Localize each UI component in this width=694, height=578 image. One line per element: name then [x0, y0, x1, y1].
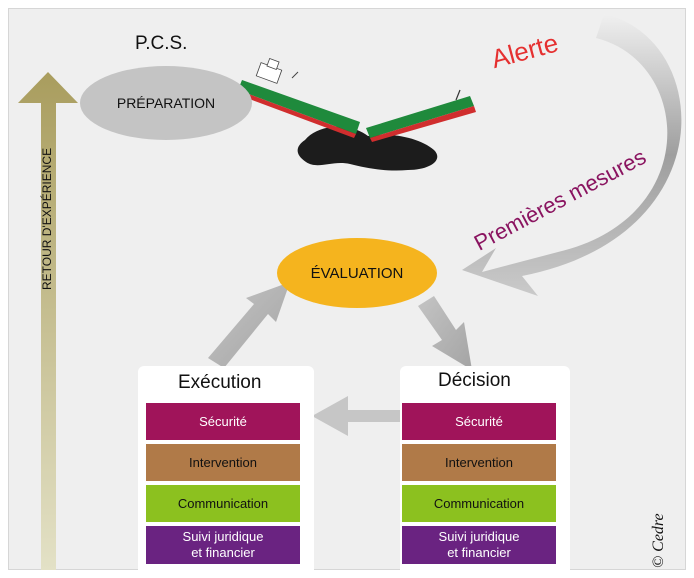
execution-intervention: Intervention: [146, 444, 300, 481]
ship-stern-half: [366, 89, 476, 142]
pcs-title: P.C.S.: [135, 33, 188, 54]
oil-slick: [297, 126, 438, 171]
preparation-label: PRÉPARATION: [116, 95, 216, 111]
ship-bow-half: [236, 58, 360, 138]
execution-suivi: Suivi juridique et financier: [146, 526, 300, 564]
retour-experience-arrow: [18, 72, 78, 570]
decision-securite: Sécurité: [402, 403, 556, 440]
cycle-arrow: [462, 14, 682, 296]
copyright-label: © Cedre: [650, 513, 667, 568]
decision-panel: Décision Sécurité Intervention Communica…: [400, 366, 570, 570]
decision-suivi: Suivi juridique et financier: [402, 526, 556, 564]
retour-experience-label: RETOUR D'EXPÉRIENCE: [40, 147, 54, 290]
decision-intervention: Intervention: [402, 444, 556, 481]
evaluation-label: ÉVALUATION: [310, 264, 404, 282]
arrow-execution-evaluation: [208, 282, 290, 368]
arrow-decision-execution: [312, 396, 402, 436]
execution-title: Exécution: [178, 372, 262, 393]
decision-communication: Communication: [402, 485, 556, 522]
arrow-evaluation-decision: [418, 296, 472, 370]
execution-panel: Exécution Sécurité Intervention Communic…: [138, 366, 314, 570]
preparation-ellipse: PRÉPARATION: [80, 66, 252, 140]
evaluation-ellipse: ÉVALUATION: [277, 238, 437, 308]
execution-securite: Sécurité: [146, 403, 300, 440]
decision-title: Décision: [438, 370, 511, 391]
execution-communication: Communication: [146, 485, 300, 522]
